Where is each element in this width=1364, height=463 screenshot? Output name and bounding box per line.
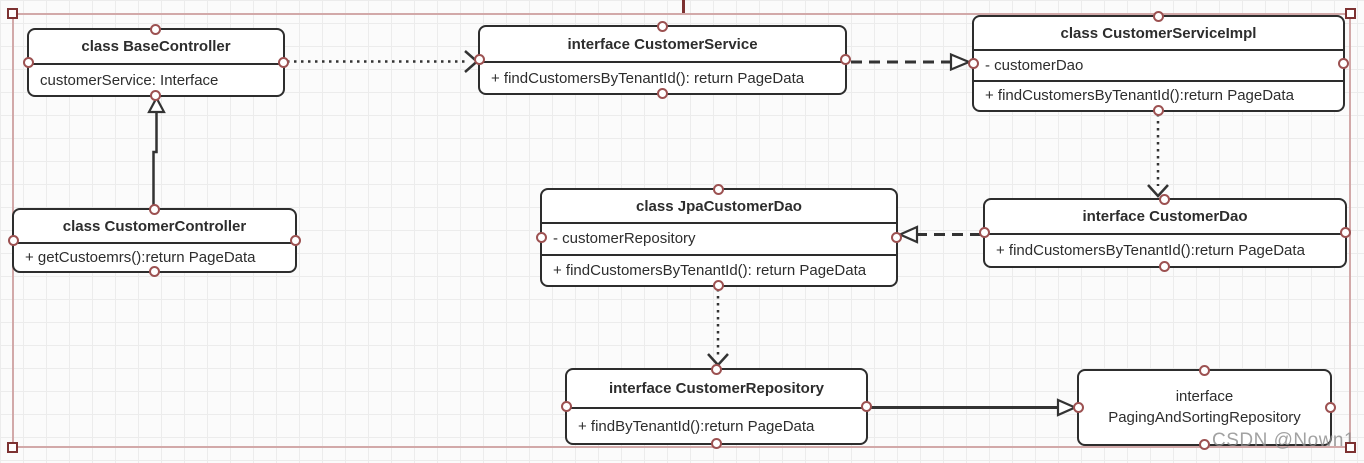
connection-point[interactable] [561, 400, 572, 412]
class-title: interface CustomerDao [985, 200, 1345, 235]
arrowhead-triangle-basecontroller [147, 95, 166, 114]
connection-point[interactable] [1073, 401, 1084, 413]
connection-point[interactable] [713, 280, 724, 291]
class-member: + getCustoemrs():return PageData [25, 249, 256, 266]
connection-point[interactable] [979, 227, 990, 238]
connection-point[interactable] [713, 184, 724, 195]
connection-point[interactable] [278, 56, 289, 68]
class-title-line: PagingAndSortingRepository [1108, 408, 1301, 426]
connection-point[interactable] [148, 204, 160, 215]
class-title: class CustomerController [14, 210, 295, 244]
class-member: - customerDao [985, 56, 1084, 74]
connection-point[interactable] [1152, 11, 1164, 22]
class-box-customerserviceimpl[interactable]: class CustomerServiceImpl - customerDao … [968, 11, 1349, 116]
connection-point[interactable] [1159, 194, 1170, 205]
arrowhead-triangle-pagingandsortingrepository [1056, 398, 1078, 417]
connection-point[interactable] [536, 231, 547, 243]
connection-point[interactable] [656, 21, 668, 32]
selection-handle-bottom-left[interactable] [7, 442, 18, 453]
connection-point[interactable] [840, 54, 851, 65]
class-title: class BaseController [29, 30, 283, 65]
interface-box-customerrepository[interactable]: interface CustomerRepository + findByTen… [561, 364, 872, 449]
connection-point[interactable] [1159, 261, 1170, 272]
interface-box-customerservice[interactable]: interface CustomerService + findCustomer… [474, 21, 851, 99]
class-title: class JpaCustomerDao [542, 190, 896, 224]
edge-customercontroller-basecontroller[interactable] [152, 112, 158, 208]
connection-point[interactable] [1152, 105, 1164, 116]
class-member: + findCustomersByTenantId():return PageD… [996, 242, 1305, 259]
connection-point[interactable] [1340, 227, 1351, 238]
connection-point[interactable] [656, 88, 668, 99]
class-member: + findCustomersByTenantId(): return Page… [542, 253, 896, 286]
connection-point[interactable] [1198, 439, 1210, 450]
arrowhead-triangle-jpacustomerdao [897, 225, 919, 244]
connection-point[interactable] [968, 57, 979, 69]
class-member: customerService: Interface [40, 71, 219, 89]
connection-point[interactable] [891, 231, 902, 243]
watermark: CSDN @Nown1 [1212, 430, 1356, 451]
selection-handle-top-left[interactable] [7, 8, 18, 19]
selection-handle-bottom-right[interactable] [1345, 442, 1356, 453]
class-title: interface CustomerService [480, 27, 845, 63]
connection-point[interactable] [23, 56, 34, 68]
connection-point[interactable] [474, 54, 485, 65]
interface-box-pagingandsortingrepository[interactable]: interface PagingAndSortingRepository [1073, 365, 1336, 450]
class-member: + findByTenantId():return PageData [578, 417, 815, 435]
class-member: + findCustomersByTenantId(): return Page… [491, 69, 805, 87]
class-title: class CustomerServiceImpl [974, 17, 1343, 51]
connection-point[interactable] [1325, 401, 1336, 413]
arrowhead-triangle-customerserviceimpl [949, 52, 972, 72]
connection-point[interactable] [1338, 57, 1349, 69]
arrowhead-open-customerdao [1147, 184, 1169, 198]
rotation-handle[interactable] [682, 0, 685, 13]
selection-handle-top-right[interactable] [1345, 8, 1356, 19]
class-box-customercontroller[interactable]: class CustomerController + getCustoemrs(… [8, 204, 301, 277]
connection-point[interactable] [861, 400, 872, 412]
connection-point[interactable] [150, 24, 161, 35]
class-title-line: interface [1175, 388, 1234, 406]
connection-point[interactable] [148, 266, 160, 277]
interface-box-customerdao[interactable]: interface CustomerDao + findCustomersByT… [979, 194, 1351, 272]
connection-point[interactable] [290, 234, 301, 246]
connection-point[interactable] [710, 438, 722, 449]
class-box-jpacustomerdao[interactable]: class JpaCustomerDao - customerRepositor… [536, 184, 902, 291]
connection-point[interactable] [150, 90, 161, 101]
class-title: interface CustomerRepository [567, 370, 866, 409]
connection-point[interactable] [1198, 365, 1210, 376]
class-box-basecontroller[interactable]: class BaseController customerService: In… [23, 24, 289, 101]
class-title: interface PagingAndSortingRepository [1079, 371, 1330, 444]
connection-point[interactable] [710, 364, 722, 375]
class-member: - customerRepository [553, 230, 696, 248]
connection-point[interactable] [8, 234, 19, 246]
class-member: + findCustomersByTenantId():return PageD… [974, 79, 1343, 111]
